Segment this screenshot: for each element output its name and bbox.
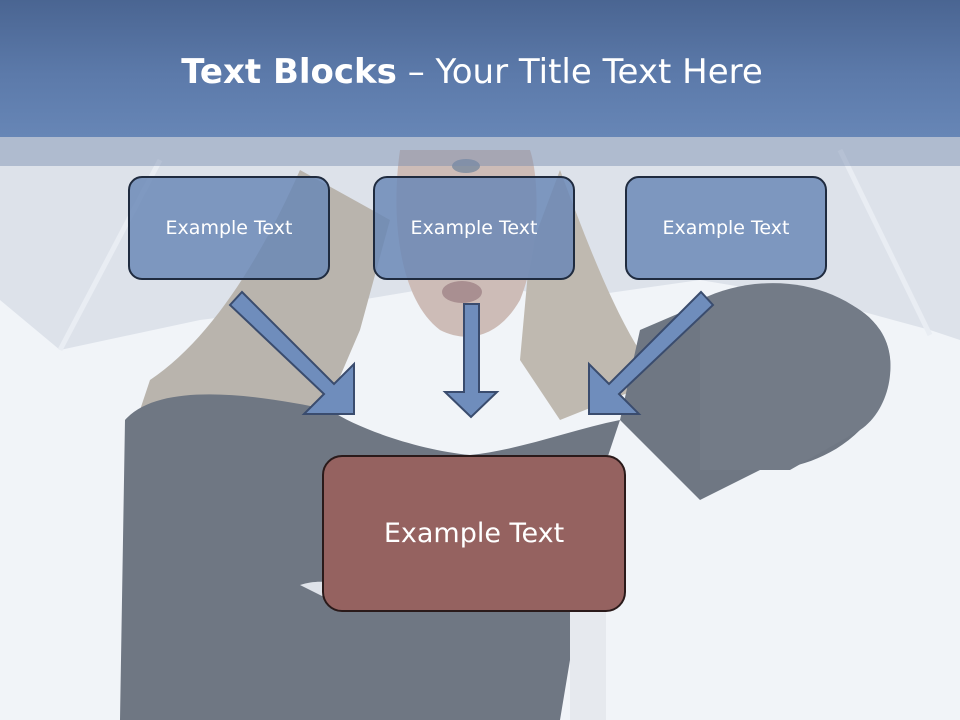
text-block-2-label: Example Text [410, 217, 538, 239]
text-block-1: Example Text [128, 176, 330, 280]
title-rest: – Your Title Text Here [396, 52, 763, 92]
title-bold: Text Blocks [181, 52, 397, 92]
text-block-3-label: Example Text [662, 217, 790, 239]
text-block-2: Example Text [373, 176, 575, 280]
result-block-label: Example Text [383, 518, 565, 549]
title-bar [0, 0, 960, 137]
slide-title: Text Blocks – Your Title Text Here [0, 52, 944, 92]
right-arrow [588, 290, 715, 415]
title-bar-band [0, 137, 960, 166]
left-arrow [228, 290, 355, 415]
center-arrow [442, 303, 500, 419]
result-block: Example Text [322, 455, 626, 612]
text-block-3: Example Text [625, 176, 827, 280]
text-block-1-label: Example Text [165, 217, 293, 239]
